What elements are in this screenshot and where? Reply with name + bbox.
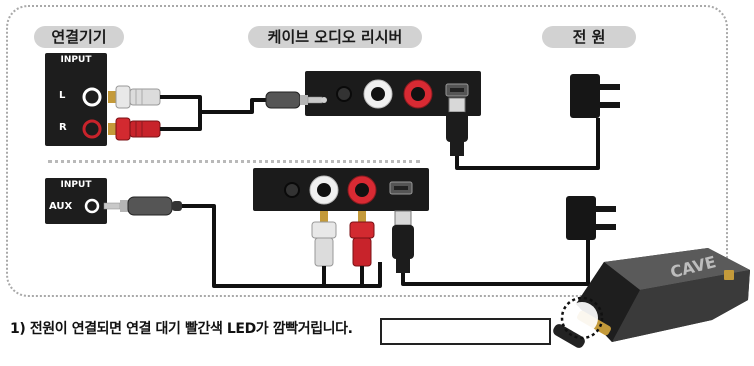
led-caption: 1) 전원이 연결되면 연결 대기 빨간색 LED가 깜빡거립니다. bbox=[10, 321, 353, 337]
section-divider bbox=[48, 160, 420, 163]
led-highlight-circle bbox=[560, 296, 604, 340]
power-adapter-top-icon bbox=[570, 74, 620, 118]
jack-aux-icon bbox=[84, 198, 100, 214]
receiver-bottom-aux-jack bbox=[284, 182, 300, 198]
input-panel-lr: INPUT L R bbox=[45, 53, 107, 146]
label-source-device: 연결기기 bbox=[34, 26, 124, 48]
power-cable-bottom bbox=[401, 240, 590, 286]
power-cable-top bbox=[455, 118, 600, 170]
led-legend-box bbox=[380, 318, 551, 345]
y-cable bbox=[160, 95, 266, 131]
jack-r-icon bbox=[82, 119, 102, 139]
rca-plug-red-vertical-icon bbox=[349, 211, 375, 267]
usb-plug-top-icon bbox=[446, 97, 468, 156]
label-receiver: 케이브 오디오 리시버 bbox=[248, 26, 422, 48]
rca-plug-red-icon bbox=[108, 117, 161, 141]
usb-plug-bottom-icon bbox=[392, 210, 414, 273]
input-panel-lr-title: INPUT bbox=[60, 55, 92, 65]
diagram-frame bbox=[6, 5, 728, 297]
label-power: 전 원 bbox=[542, 26, 636, 48]
power-adapter-bottom-icon bbox=[566, 196, 616, 240]
jack-label-l: L bbox=[59, 90, 66, 101]
aux-plug-top-icon bbox=[265, 91, 327, 109]
aux-cable-bottom bbox=[182, 204, 382, 288]
rca-cable-bottom bbox=[322, 266, 364, 286]
aux-plug-bottom-icon bbox=[103, 196, 182, 216]
jack-label-r: R bbox=[59, 122, 67, 133]
rca-plug-white-vertical-icon bbox=[311, 211, 337, 267]
jack-label-aux: AUX bbox=[49, 201, 73, 212]
rca-plug-white-icon bbox=[108, 85, 161, 109]
input-panel-aux-title: INPUT bbox=[60, 180, 92, 190]
jack-l-icon bbox=[82, 87, 102, 107]
receiver-top-aux-jack bbox=[336, 86, 352, 102]
